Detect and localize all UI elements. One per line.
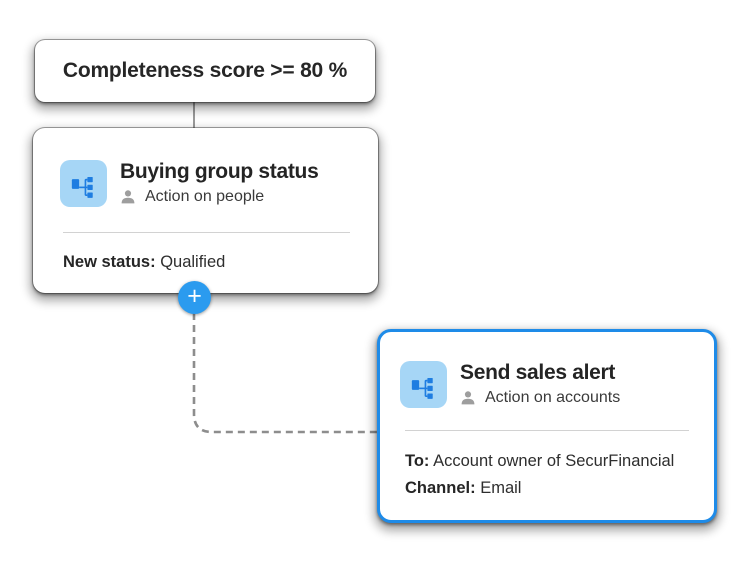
node-send-sales-alert[interactable]: Send sales alert Action on accounts To: … <box>377 329 717 523</box>
field-row: To: Account owner of SecurFinancial <box>405 448 674 475</box>
field-label: Channel: <box>405 479 476 497</box>
person-icon <box>460 390 476 406</box>
field-label: To: <box>405 452 430 470</box>
divider <box>405 430 689 431</box>
connector-vertical-line <box>193 102 195 129</box>
divider <box>63 232 350 233</box>
hierarchy-icon <box>400 361 447 408</box>
connector-dashed-elbow <box>192 313 382 434</box>
person-icon <box>120 189 136 205</box>
field-row: New status: Qualified <box>63 249 225 276</box>
condition-title: Completeness score >= 80 % <box>62 59 348 82</box>
node-context: Action on people <box>120 188 318 206</box>
field-value: Account owner of SecurFinancial <box>433 452 675 470</box>
node-title: Send sales alert <box>460 361 616 384</box>
node-titles: Send sales alert Action on accounts <box>460 361 620 407</box>
node-title: Buying group status <box>120 160 319 183</box>
plus-icon: + <box>187 281 202 310</box>
node-header: Buying group status Action on people <box>60 160 319 207</box>
node-titles: Buying group status Action on people <box>120 160 319 206</box>
node-buying-group-status[interactable]: Buying group status Action on people New… <box>33 128 378 293</box>
hierarchy-icon <box>60 160 107 207</box>
field-value: Qualified <box>160 253 226 271</box>
field-row: Channel: Email <box>405 475 674 502</box>
node-condition[interactable]: Completeness score >= 80 % <box>35 40 375 102</box>
node-fields: New status: Qualified <box>63 249 225 276</box>
node-context-label: Action on people <box>145 188 265 206</box>
node-context: Action on accounts <box>460 389 620 407</box>
field-value: Email <box>480 479 522 497</box>
field-label: New status: <box>63 253 156 271</box>
node-context-label: Action on accounts <box>485 389 621 407</box>
node-header: Send sales alert Action on accounts <box>400 361 620 408</box>
add-step-button[interactable]: + <box>178 281 211 314</box>
node-fields: To: Account owner of SecurFinancial Chan… <box>405 448 674 502</box>
